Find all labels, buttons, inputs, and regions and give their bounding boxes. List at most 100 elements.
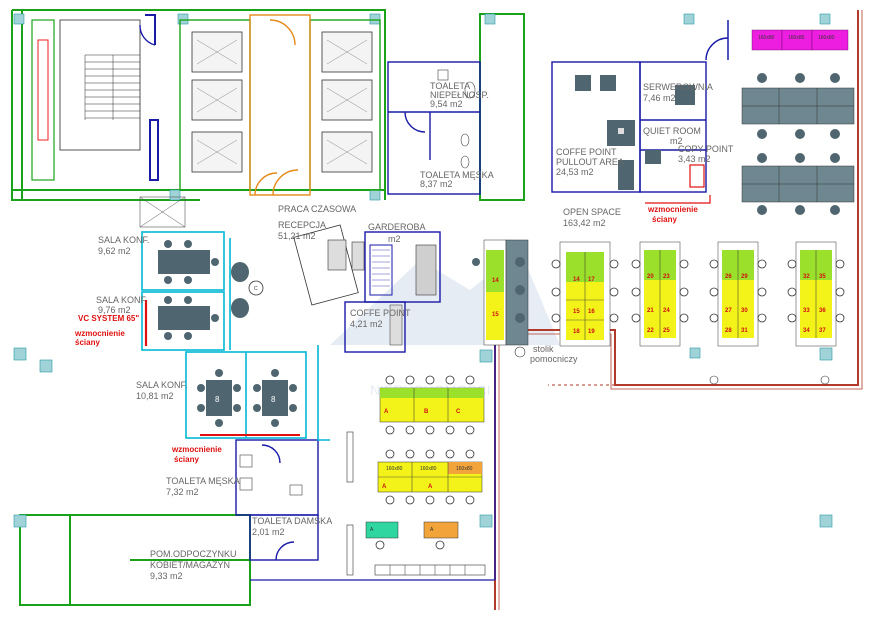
toaleta-niepeln-area: 9,54 m2 (430, 99, 463, 109)
meeting-table-label-1: 8 (215, 395, 220, 404)
lobby-doors (139, 14, 311, 228)
toaleta-damska-label: TOALETA DAMSKA (252, 516, 332, 526)
coffee-point-area: 24,53 m2 (556, 167, 594, 177)
praca-czasowa-label: PRACA CZASOWA (278, 204, 356, 214)
toilet-block-bottom (235, 439, 319, 561)
desk-num-2c: 15 (573, 309, 580, 315)
desk-num-3c: 21 (647, 308, 654, 314)
pom-odpoczynku-label-1: POM.ODPOCZYNKU (150, 549, 237, 559)
recepcja-area: 51,21 m2 (278, 231, 316, 241)
sciany-label-2: ściany (75, 338, 100, 347)
toaleta-meska-bottom-area: 7,32 m2 (166, 487, 199, 497)
garderoba-room (364, 231, 441, 303)
desk-num-2d: 16 (588, 309, 595, 315)
sala-konf-2-label: SALA KONF. (96, 295, 148, 305)
serwerownia-area: 7,46 m2 (643, 93, 676, 103)
desk-cluster-top-right-2 (741, 153, 855, 215)
pom-odpoczynku-label-2: KOBIET/MAGAZYN (150, 560, 230, 570)
serwerownia-label: SERWEROWNIA (643, 82, 713, 92)
pomocniczy-label: pomocniczy (530, 354, 578, 364)
desk-num-2b: 17 (588, 277, 595, 283)
quiet-room-area: m2 (670, 136, 683, 146)
sala-konf-3-label: SALA KONF. (136, 380, 188, 390)
desk-num-4f: 31 (741, 328, 748, 334)
toaleta-niepeln-label-2: NIEPEŁNOSP. (430, 90, 489, 100)
desk-num-3a: 20 (647, 274, 654, 280)
wzmocnienie-label-2: wzmocnienie (74, 329, 125, 338)
desk-num-4c: 27 (725, 308, 732, 314)
stolik-label: stolik (533, 344, 554, 354)
desk-group-3: 20 23 21 24 22 25 (631, 241, 689, 347)
recepcja-label: RECEPCJA (278, 220, 326, 230)
desk-num-1a: 14 (492, 278, 499, 284)
magenta-desk-size-1: 160x80 (758, 35, 775, 41)
desk-group-lower-2: 160x80 160x80 160x80 A A (377, 449, 483, 505)
reception-desk (293, 224, 365, 306)
copy-point-label: COPY POINT (678, 144, 734, 154)
coffe-point-2-label: COFFE POINT (350, 308, 411, 318)
magenta-desk-size-3: 160x80 (818, 35, 835, 41)
pom-odpoczynku-area: 9,33 m2 (150, 571, 183, 581)
toaleta-damska-area: 2,01 m2 (252, 527, 285, 537)
sala-konf-1-area: 9,62 m2 (98, 246, 131, 256)
desk-num-4b: 29 (741, 274, 748, 280)
lower2-letter-a: A (382, 484, 387, 490)
magenta-desk-size-2: 160x80 (788, 35, 805, 41)
toilet-block-top (387, 61, 481, 195)
lower2-size-2: 160x80 (420, 466, 437, 472)
desk-group-4: 26 29 27 30 28 31 (709, 241, 767, 347)
toaleta-meska-top-area: 8,37 m2 (420, 179, 453, 189)
orange-desk-letter: A (430, 527, 434, 533)
pullout-area-label: PULLOUT AREA (556, 157, 624, 167)
coffe-point-2-area: 4,21 m2 (350, 319, 383, 329)
service-rooms (551, 20, 729, 193)
desk-num-3e: 22 (647, 328, 654, 334)
desk-num-5d: 36 (819, 308, 826, 314)
benches (346, 431, 486, 576)
desk-row-magenta: 160x80 160x80 160x80 (751, 29, 849, 51)
elevators-left (179, 19, 251, 191)
toaleta-meska-bottom-label: TOALETA MĘSKA (166, 476, 240, 486)
stairwell (31, 14, 159, 181)
lower1-letter-a: A (384, 409, 389, 415)
desk-num-2f: 19 (588, 329, 595, 335)
desk-num-4d: 30 (741, 308, 748, 314)
partition-walls (229, 238, 496, 581)
sala-konf-3-area: 10,81 m2 (136, 391, 174, 401)
copy-point-area: 3,43 m2 (678, 154, 711, 164)
conference-room-3: 8 8 (185, 351, 307, 439)
lower1-letter-c: C (456, 409, 461, 415)
svg-text:C: C (254, 286, 258, 292)
desk-num-4a: 26 (725, 274, 732, 280)
wzmocnienie-label-3: wzmocnienie (171, 445, 222, 454)
desk-num-5f: 37 (819, 328, 826, 334)
elevators-right (309, 19, 381, 191)
coffe-point-2 (344, 301, 406, 353)
garderoba-area: m2 (388, 234, 401, 244)
open-space-label: OPEN SPACE (563, 207, 621, 217)
desk-group-lower-3: A A (365, 521, 459, 550)
desk-cluster-top-right-1 (741, 73, 855, 139)
desk-num-3d: 24 (663, 308, 670, 314)
desk-num-5e: 34 (803, 328, 810, 334)
sala-konf-2-area: 9,76 m2 (98, 305, 131, 315)
desk-num-3b: 23 (663, 274, 670, 280)
meeting-table-label-2: 8 (271, 395, 276, 404)
desk-num-5a: 32 (803, 274, 810, 280)
lower2-size-3: 160x80 (456, 466, 473, 472)
toaleta-meska-top-label: TOALETA MĘSKA (420, 170, 494, 180)
desk-num-1b: 15 (492, 312, 499, 318)
desk-num-4e: 28 (725, 328, 732, 334)
garderoba-label: GARDEROBA (368, 222, 426, 232)
desk-num-5b: 35 (819, 274, 826, 280)
coffee-point-label: COFFE POINT (556, 147, 617, 157)
wzmocnienie-label-1: wzmocnienie (647, 205, 698, 214)
desk-num-3f: 25 (663, 328, 670, 334)
sala-konf-1-label: SALA KONF. (98, 235, 150, 245)
sciany-label-1: ściany (652, 215, 677, 224)
quiet-room-label: QUIET ROOM (643, 126, 701, 136)
conference-room-1: C (141, 231, 264, 296)
toaleta-niepeln-label-1: TOALETA (430, 81, 470, 91)
vc-system-label: VC SYSTEM 65" (78, 314, 139, 323)
